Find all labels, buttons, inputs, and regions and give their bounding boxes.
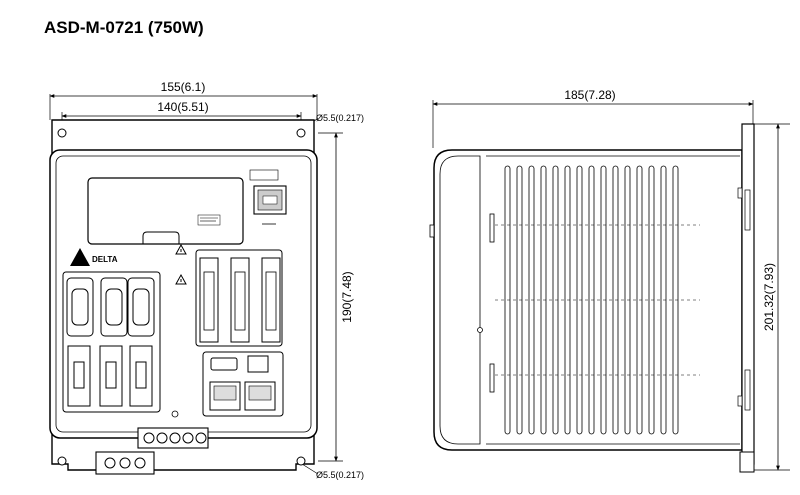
io-connectors [199,257,281,343]
dim-outer-width: 155(6.1) [161,80,206,94]
left-connector-panel [62,271,161,413]
hole-bottom-label: Ø5.5(0.217) [316,470,364,480]
cooling-fins [504,165,679,435]
rating-label [197,214,221,226]
mount-hole-tr [296,128,306,138]
side-screw [477,327,483,333]
mini-usb-port [247,355,269,373]
side-slot-top [489,213,495,243]
dim-side-height: 201.32(7.93) [762,263,776,331]
dsub-connectors [66,277,155,337]
delta-logo: DELTA [70,248,118,266]
ribs [495,224,700,376]
ground-icon [171,410,179,418]
svg-text:DELTA: DELTA [92,255,118,264]
display-tab [142,231,180,244]
hole-top-label: Ø5.5(0.217) [316,113,364,123]
mount-hole-bl [57,456,67,466]
encoder-connectors [67,345,153,407]
front-view: 155(6.1) 140(5.51) Ø5.5(0.217) Ø5.5(0.21… [49,80,364,480]
side-view: 185(7.28) [429,88,790,473]
dim-mount-width: 140(5.51) [157,100,208,114]
status-led [210,357,238,371]
port-label [249,169,279,181]
mount-hole-br [296,456,306,466]
network-panel [202,351,284,417]
warning-icon-1 [175,243,187,255]
rear-mounting-plate [741,123,755,465]
terminal-screws [143,432,207,444]
dim-height: 190(7.48) [340,271,354,322]
warning-icon-2 [175,273,187,285]
dim-depth: 185(7.28) [564,88,615,102]
display-window [87,177,244,245]
page-title: ASD-M-0721 (750W) [44,18,204,37]
mount-hole-tl [57,128,67,138]
front-cover-edge [439,155,481,445]
side-slot-bottom [489,363,495,393]
rear-foot [739,451,755,473]
leader-hole-bottom [301,463,319,475]
right-connector-panel [195,249,283,347]
